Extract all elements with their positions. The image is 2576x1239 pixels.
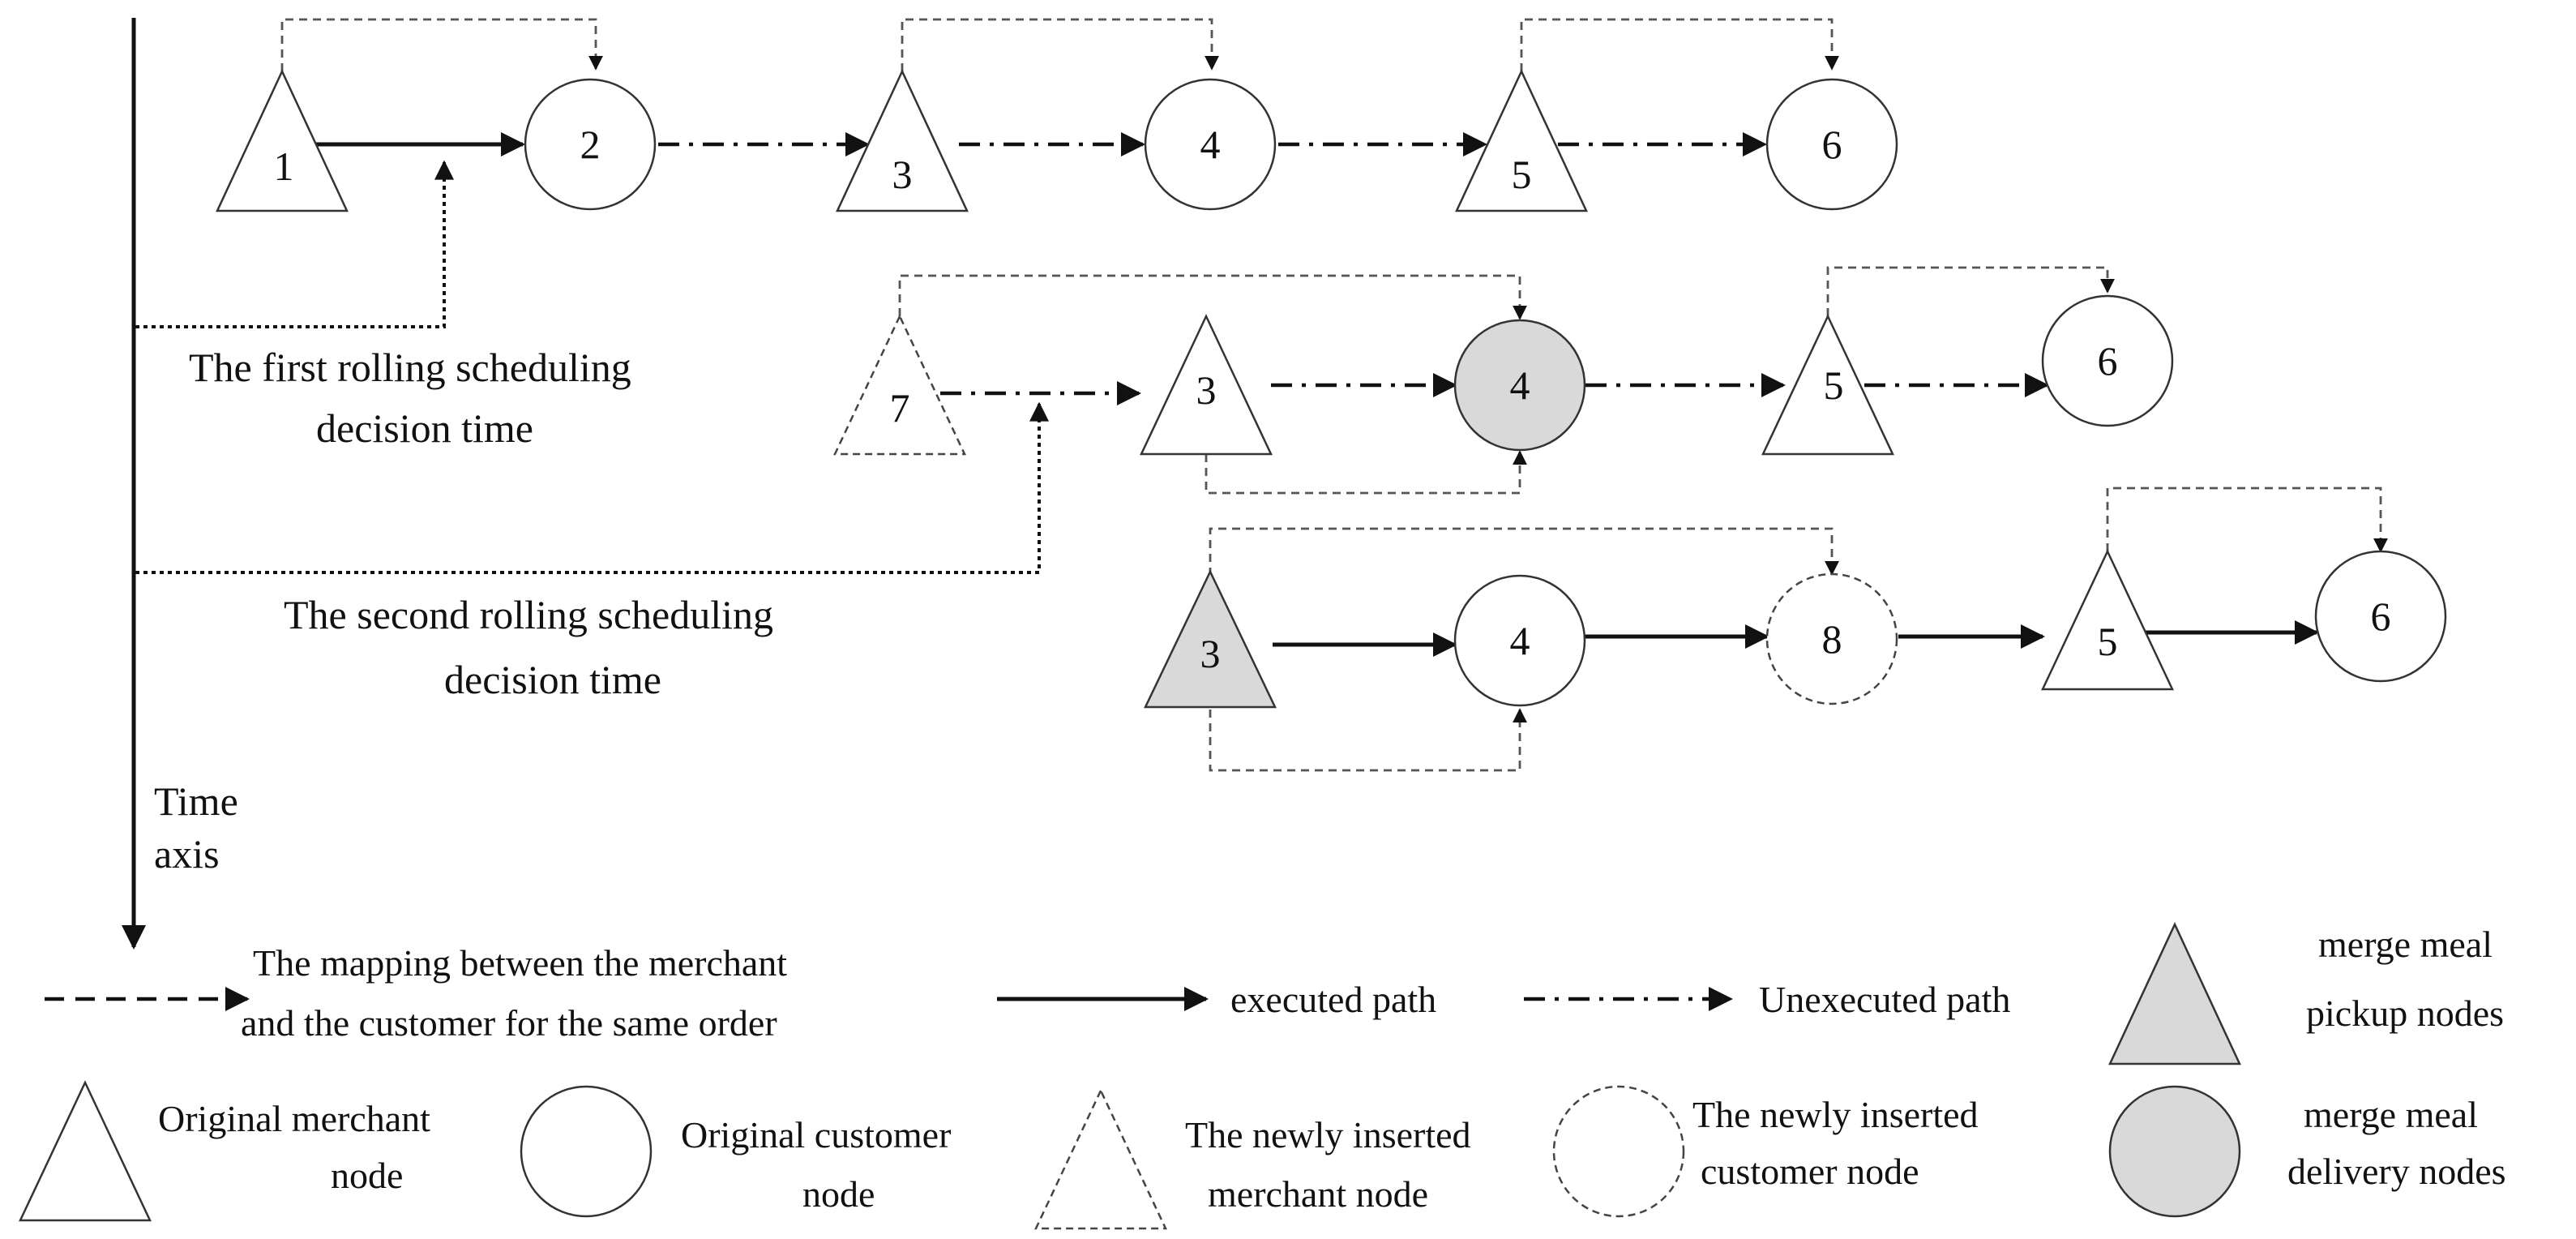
legend-item-unexecuted: Unexecuted path (1524, 979, 2010, 1020)
merchant-node: 3 (836, 69, 969, 212)
mapping-arrow (898, 274, 1527, 320)
node-label: 1 (274, 144, 294, 189)
merchant-node: 1 (216, 69, 349, 212)
route-row-2: 7 3 4 5 6 (833, 266, 2174, 495)
mapping-arrow (280, 18, 603, 71)
mapping-arrow (1209, 708, 1527, 772)
mapping-arrow (901, 18, 1219, 71)
first-decision-caption-line1: The first rolling scheduling (189, 345, 631, 390)
time-axis-label-line2: axis (154, 831, 220, 877)
legend-merge-delivery-line1: merge meal (2304, 1094, 2478, 1135)
node-label: 3 (892, 152, 913, 197)
node-label: 4 (1200, 122, 1221, 167)
route-row-3: 3 4 8 5 6 (1144, 487, 2447, 772)
mapping-arrow (1205, 450, 1527, 495)
legend-new-merchant-line2: merchant node (1208, 1173, 1428, 1215)
second-decision-marker: The second rolling scheduling decision t… (135, 401, 1049, 702)
second-decision-caption-line1: The second rolling scheduling (284, 592, 773, 637)
node-label: 3 (1196, 367, 1217, 413)
mapping-arrow (1520, 18, 1839, 71)
legend-merge-pickup-line1: merge meal (2318, 924, 2493, 965)
node-label: 6 (2098, 338, 2118, 384)
legend-new-customer-line1: The newly inserted (1692, 1094, 1979, 1135)
route-row-1: 1 2 3 4 5 6 (216, 18, 1898, 212)
legend-item-new-customer: The newly inserted customer node (1552, 1085, 1979, 1218)
merchant-node: 3 (1140, 314, 1273, 456)
first-decision-marker: The first rolling scheduling decision ti… (135, 160, 631, 451)
node-label: 2 (580, 122, 601, 167)
time-axis-label-line1: Time (154, 778, 238, 824)
legend-merge-pickup-line2: pickup nodes (2306, 992, 2504, 1034)
legend-original-merchant-line1: Original merchant (158, 1098, 430, 1139)
node-label: 5 (2098, 619, 2118, 664)
new-customer-node: 8 (1765, 572, 1898, 705)
customer-node: 4 (1144, 78, 1277, 211)
legend-item-merge-delivery: merge meal delivery nodes (2108, 1085, 2506, 1218)
node-label: 5 (1824, 362, 1844, 408)
legend-item-original-merchant: Original merchant node (19, 1080, 430, 1222)
mapping-arrow (1209, 527, 1839, 576)
node-label: 6 (1822, 122, 1842, 167)
legend-executed-label: executed path (1230, 979, 1436, 1020)
customer-node: 6 (1765, 78, 1898, 211)
legend: The mapping between the merchant and the… (19, 922, 2506, 1230)
node-label: 6 (2371, 594, 2391, 639)
legend-item-executed: executed path (997, 979, 1436, 1020)
merge-pickup-node: 3 (1144, 569, 1277, 709)
mapping-arrow (1826, 266, 2115, 316)
customer-node: 6 (2314, 550, 2447, 683)
node-label: 3 (1200, 631, 1221, 676)
legend-mapping-line2: and the customer for the same order (241, 1002, 777, 1044)
node-label: 4 (1510, 618, 1530, 663)
second-decision-caption-line2: decision time (444, 657, 661, 702)
legend-item-new-merchant: The newly inserted merchant node (1034, 1088, 1471, 1230)
legend-original-merchant-line2: node (331, 1155, 403, 1196)
mapping-arrow (2106, 487, 2388, 553)
merge-delivery-node: 4 (1453, 319, 1586, 452)
customer-node: 6 (2041, 294, 2174, 427)
new-merchant-node: 7 (833, 314, 966, 456)
legend-new-customer-line2: customer node (1701, 1151, 1919, 1192)
legend-merge-delivery-line2: delivery nodes (2287, 1151, 2506, 1192)
legend-item-original-customer: Original customer node (520, 1085, 951, 1218)
merchant-node: 5 (1455, 69, 1588, 212)
customer-node: 2 (524, 78, 657, 211)
legend-unexecuted-label: Unexecuted path (1759, 979, 2010, 1020)
first-decision-caption-line2: decision time (316, 405, 533, 451)
merchant-node: 5 (1761, 314, 1894, 456)
node-label: 7 (890, 385, 910, 431)
legend-original-customer-line2: node (802, 1173, 875, 1215)
legend-original-customer-line1: Original customer (681, 1114, 951, 1155)
merchant-node: 5 (2041, 549, 2174, 691)
legend-item-merge-pickup: merge meal pickup nodes (2108, 922, 2504, 1065)
time-axis: Time axis (122, 18, 238, 950)
node-label: 5 (1512, 152, 1532, 197)
legend-mapping-line1: The mapping between the merchant (253, 942, 787, 984)
customer-node: 4 (1453, 574, 1586, 707)
legend-item-mapping: The mapping between the merchant and the… (45, 942, 787, 1044)
legend-new-merchant-line1: The newly inserted (1185, 1114, 1471, 1155)
node-label: 4 (1510, 362, 1530, 408)
node-label: 8 (1822, 616, 1842, 662)
